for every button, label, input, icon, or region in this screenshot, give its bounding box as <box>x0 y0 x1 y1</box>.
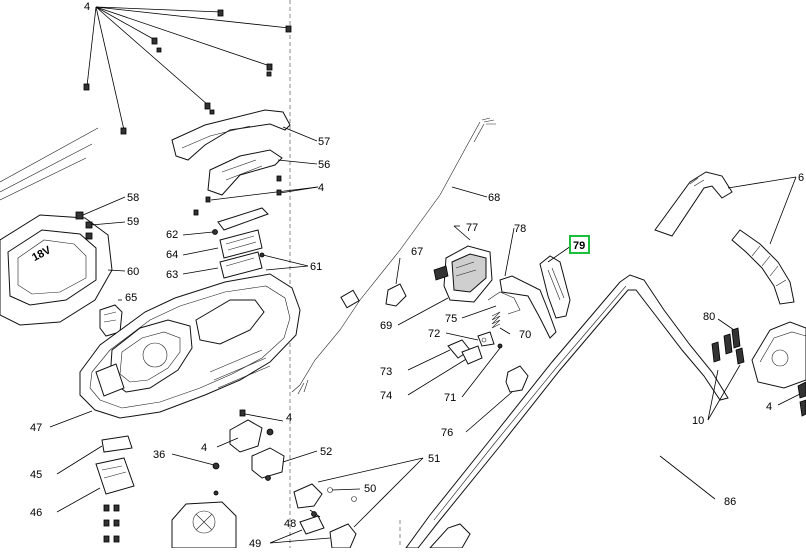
label-48: 48 <box>284 518 296 530</box>
label-64: 64 <box>166 249 178 261</box>
label-58: 58 <box>127 192 139 204</box>
label-65: 65 <box>125 292 137 304</box>
label-10: 10 <box>692 415 704 427</box>
bracket-73-74 <box>407 339 483 396</box>
label-70: 70 <box>519 329 531 341</box>
label-4-top: 4 <box>84 1 90 13</box>
label-52: 52 <box>320 446 332 458</box>
connector-group-52 <box>216 409 318 481</box>
cable-68 <box>291 117 496 395</box>
label-59: 59 <box>127 216 139 228</box>
highlight-box-79 <box>569 235 590 254</box>
switch-box-77 <box>397 225 493 326</box>
switch-housing-46 <box>56 457 135 543</box>
label-4-right: 4 <box>766 401 772 413</box>
label-69: 69 <box>380 320 392 332</box>
label-49: 49 <box>249 538 261 548</box>
screw-group-top <box>83 6 292 135</box>
label-78: 78 <box>514 223 526 235</box>
label-80: 80 <box>703 311 715 323</box>
label-86: 86 <box>724 496 736 508</box>
label-63: 63 <box>166 269 178 281</box>
spring-72-70 <box>445 311 511 347</box>
label-51: 51 <box>428 453 440 465</box>
clip-58-59 <box>75 196 126 240</box>
label-56: 56 <box>318 159 330 171</box>
label-62: 62 <box>166 229 178 241</box>
label-50: 50 <box>364 483 376 495</box>
bracket-56 <box>207 149 318 196</box>
label-75: 75 <box>445 313 457 325</box>
pin-71 <box>461 343 503 398</box>
label-71: 71 <box>444 392 456 404</box>
main-housing-47 <box>49 273 301 428</box>
label-4-connector: 4 <box>286 412 292 424</box>
parts-62-64-63 <box>182 207 309 289</box>
screw-group-mid <box>193 175 319 216</box>
label-57: 57 <box>318 136 330 148</box>
label-68: 68 <box>488 192 500 204</box>
label-77: 77 <box>466 222 478 234</box>
cap-76 <box>465 365 529 433</box>
label-72: 72 <box>428 328 440 340</box>
label-6: 6 <box>798 172 804 184</box>
lever-78-75 <box>461 227 557 339</box>
fixings-80-10 <box>707 318 806 421</box>
battery-cover-60: 18V <box>0 127 126 326</box>
switch-45 <box>56 435 133 475</box>
label-46: 46 <box>30 507 42 519</box>
label-61: 61 <box>310 261 322 273</box>
label-73: 73 <box>380 366 392 378</box>
label-4-mid: 4 <box>318 182 324 194</box>
label-60: 60 <box>127 266 139 278</box>
label-74: 74 <box>380 390 392 402</box>
connectors-51-50 <box>269 457 424 549</box>
label-67: 67 <box>411 246 423 258</box>
callout-labels: 4 57 56 4 58 59 60 65 62 64 63 61 47 45 … <box>30 1 804 550</box>
label-76: 76 <box>441 427 453 439</box>
handle-grip-57 <box>171 109 318 161</box>
label-79: 79 <box>573 240 585 252</box>
label-45: 45 <box>30 469 42 481</box>
button-67 <box>385 257 407 307</box>
label-36: 36 <box>153 449 165 461</box>
grip-79 <box>539 245 572 319</box>
label-47: 47 <box>30 422 42 434</box>
latch-65 <box>99 299 123 337</box>
motor-36 <box>171 453 237 549</box>
top-bar-6 <box>654 171 797 305</box>
label-4-connector-left: 4 <box>201 442 207 454</box>
